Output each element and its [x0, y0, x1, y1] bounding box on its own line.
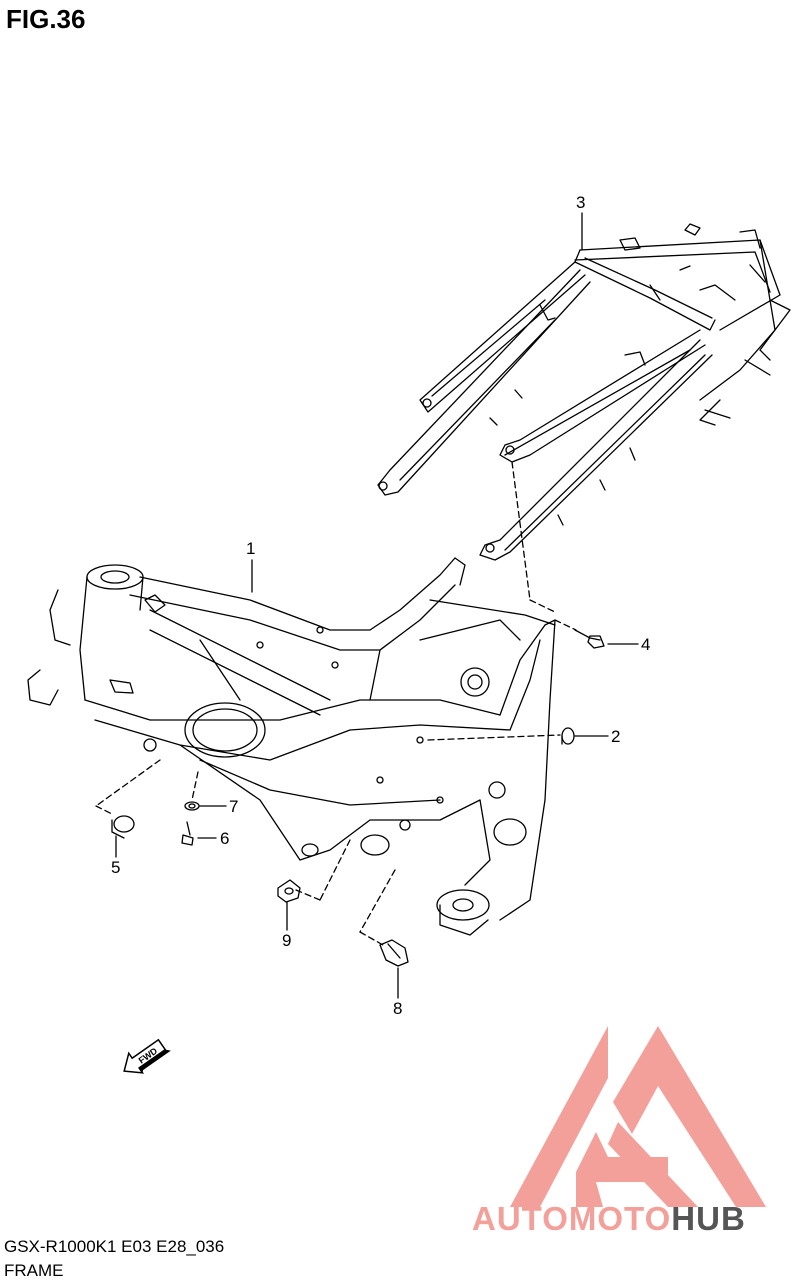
logo-triangle-icon: [510, 1026, 766, 1207]
bolt-8-drawing: [379, 939, 409, 967]
collar-5-drawing: [111, 815, 135, 839]
callout-6: 6: [220, 829, 229, 848]
callout-5: 5: [111, 858, 120, 877]
fwd-arrow-icon: FWD: [123, 1038, 171, 1074]
callout-8: 8: [393, 999, 402, 1018]
model-code: GSX-R1000K1 E03 E28_036: [4, 1237, 225, 1256]
nut-9-drawing: [277, 879, 301, 903]
seat-rail-drawing: [377, 223, 791, 561]
figure-title: FIG.36: [6, 4, 86, 34]
callout-2: 2: [611, 727, 620, 746]
callout-3: 3: [576, 193, 585, 212]
callout-9: 9: [282, 931, 291, 950]
bolt-4-drawing: [574, 629, 605, 649]
dashed-assembly-lines: [95, 461, 577, 946]
watermark-logo: AUTOMOTOHUB: [468, 1022, 798, 1247]
washer-7-drawing: [184, 801, 200, 811]
main-frame-drawing: [27, 557, 556, 936]
plug-drawing: [561, 727, 575, 745]
callout-7: 7: [229, 797, 238, 816]
leader-lines: [115, 212, 639, 999]
watermark-text-part1: AUTOMOTO: [472, 1200, 672, 1237]
callout-1: 1: [246, 539, 255, 558]
callout-4: 4: [641, 635, 650, 654]
bolt-6-drawing: [181, 821, 194, 846]
watermark-text-part2: HUB: [671, 1200, 746, 1237]
figure-name: FRAME: [4, 1261, 64, 1280]
